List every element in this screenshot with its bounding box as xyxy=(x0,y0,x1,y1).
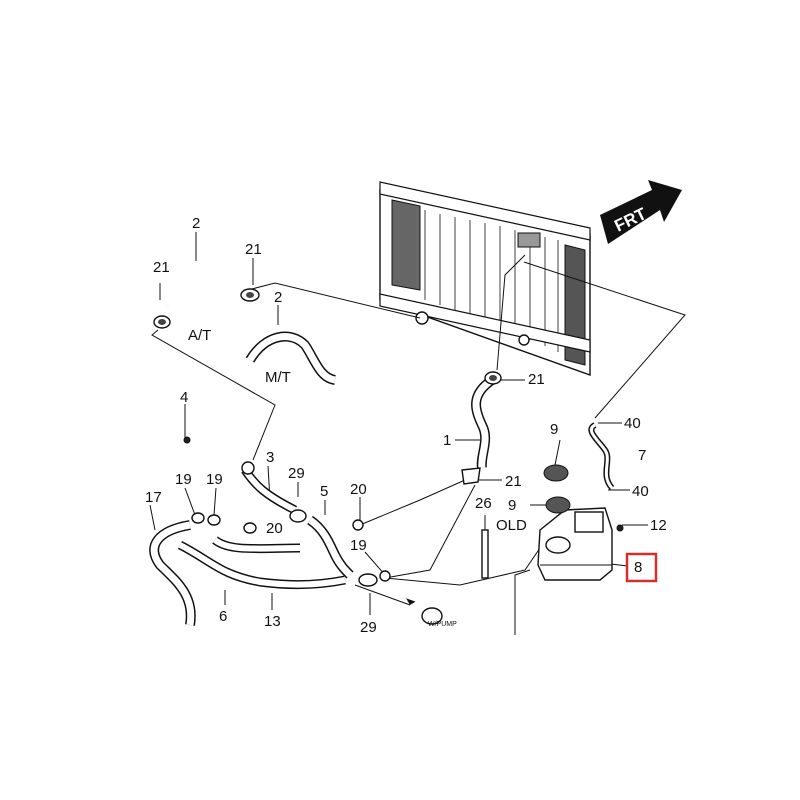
front-direction-arrow: FRT xyxy=(600,180,682,244)
hose-1 xyxy=(461,371,502,485)
label-19-a: 19 xyxy=(175,471,192,488)
small-clamps xyxy=(183,436,391,587)
label-21-hose: 21 xyxy=(505,473,522,490)
label-40-lower: 40 xyxy=(632,483,649,500)
label-7: 7 xyxy=(638,447,646,464)
label-12: 12 xyxy=(650,517,667,534)
label-20-upper: 20 xyxy=(350,481,367,498)
hose-5 xyxy=(307,515,354,579)
label-13: 13 xyxy=(264,613,281,630)
bolt-12 xyxy=(616,524,624,532)
radiator xyxy=(379,181,591,376)
label-21-left: 21 xyxy=(153,259,170,276)
pipe-3 xyxy=(241,461,298,515)
hose-2-at xyxy=(165,258,241,306)
coolant-reservoir xyxy=(537,507,613,581)
label-6: 6 xyxy=(219,608,227,625)
label-2-mt: 2 xyxy=(274,289,282,306)
label-4: 4 xyxy=(180,389,188,406)
hose-2-mt xyxy=(245,331,337,385)
water-pump-outlet: W/PUMP xyxy=(421,607,457,628)
label-40-upper: 40 xyxy=(624,415,641,432)
reservoir-cap-9-upper xyxy=(543,464,569,482)
label-5: 5 xyxy=(320,483,328,500)
overflow-hose-7 xyxy=(588,422,615,491)
part-labels: 2 21 21 2 A/T M/T 21 4 1 21 9 40 7 40 9 … xyxy=(145,215,667,636)
label-20-lower: 20 xyxy=(266,520,283,537)
leader-lines xyxy=(149,232,686,635)
label-19-c: 19 xyxy=(350,537,367,554)
reservoir-cap-9-lower xyxy=(545,496,571,514)
label-21-top: 21 xyxy=(245,241,262,258)
label-26: 26 xyxy=(475,495,492,512)
label-21-radiator: 21 xyxy=(528,371,545,388)
label-29-upper: 29 xyxy=(288,465,305,482)
clamp-21-left xyxy=(153,315,171,329)
label-19-b: 19 xyxy=(206,471,223,488)
hose-6 xyxy=(177,540,346,589)
highlight-box-part-8 xyxy=(625,552,658,583)
label-9-lower: 9 xyxy=(508,497,516,514)
wpump-label: W/PUMP xyxy=(428,621,457,628)
label-mt: M/T xyxy=(265,369,291,386)
label-8: 8 xyxy=(634,559,642,576)
label-29-lower: 29 xyxy=(360,619,377,636)
bracket-26 xyxy=(481,529,489,579)
label-2-at: 2 xyxy=(192,215,200,232)
label-3: 3 xyxy=(266,449,274,466)
hose-17 xyxy=(149,520,196,626)
label-old: OLD xyxy=(496,517,527,534)
label-17: 17 xyxy=(145,489,162,506)
clamp-21-top xyxy=(240,288,260,302)
label-1: 1 xyxy=(443,432,451,449)
label-at: A/T xyxy=(188,327,211,344)
hose-13 xyxy=(212,536,301,554)
label-9-upper: 9 xyxy=(550,421,558,438)
